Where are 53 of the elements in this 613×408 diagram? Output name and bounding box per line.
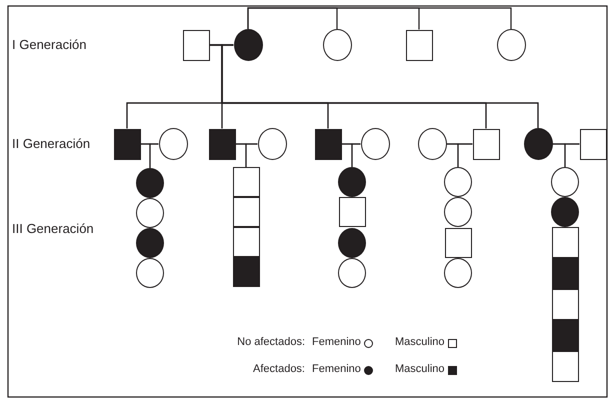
legend-text: Masculino (395, 336, 445, 348)
unaffected-female-symbol (444, 167, 472, 197)
affected-female-symbol (136, 168, 164, 198)
unaffected-female-symbol (496, 29, 526, 61)
generation-label: II Generación (12, 136, 90, 151)
pedigree-line (245, 143, 258, 167)
unaffected-male-symbol (552, 350, 578, 382)
unaffected-male-symbol (232, 227, 260, 257)
unaffected-female-symbol (418, 128, 446, 160)
affected-male-symbol (314, 128, 342, 160)
pedigree-line (351, 143, 360, 167)
affected-female-symbol (136, 228, 164, 258)
legend-text: Femenino (312, 336, 361, 348)
affected-female-symbol (524, 128, 552, 160)
unaffected-female-symbol (158, 128, 188, 160)
affected-male-symbol (552, 320, 578, 350)
affected-female-symbol (338, 228, 366, 258)
unaffected-female-symbol (444, 258, 472, 288)
affected-male-symbol (208, 128, 236, 160)
unaffected-male-symbol (472, 128, 500, 160)
unaffected-female-symbol (258, 128, 286, 160)
unaffected-male-symbol (338, 197, 366, 227)
unaffected-female-symbol (360, 128, 390, 160)
affected-male-symbol (232, 257, 260, 287)
legend-text: Femenino (312, 363, 361, 375)
unaffected-female-symbol (338, 258, 366, 288)
unaffected-male-symbol (182, 30, 210, 60)
unaffected-male-symbol (444, 228, 472, 258)
unaffected-male-symbol (406, 30, 432, 60)
affected-female-symbol (234, 29, 262, 61)
legend-heading: No afectados: (237, 336, 305, 348)
affected-male-symbol (552, 258, 578, 288)
unaffected-male-symbol (580, 128, 606, 160)
unaffected-female-symbol (136, 258, 164, 288)
unaffected-male-symbol (232, 167, 260, 197)
unaffected-male-symbol (232, 197, 260, 227)
unaffected-female-symbol (136, 198, 164, 228)
legend-text: Masculino (395, 363, 445, 375)
generation-label: I Generación (12, 37, 86, 52)
pedigree-line (247, 7, 512, 29)
affected-female-symbol (551, 197, 579, 227)
pedigree-line (457, 143, 472, 167)
affected-female-symbol (338, 167, 366, 197)
unaffected-female-symbol (551, 167, 579, 197)
legend-heading: Afectados: (253, 363, 305, 375)
affected-male-symbol (114, 128, 140, 160)
generation-label: III Generación (12, 221, 94, 236)
unaffected-female-symbol (444, 197, 472, 227)
pedigree-line (149, 143, 158, 168)
unaffected-female-symbol (322, 29, 352, 61)
pedigree-line (564, 143, 580, 167)
unaffected-male-symbol (552, 288, 578, 320)
unaffected-male-symbol (552, 226, 578, 258)
